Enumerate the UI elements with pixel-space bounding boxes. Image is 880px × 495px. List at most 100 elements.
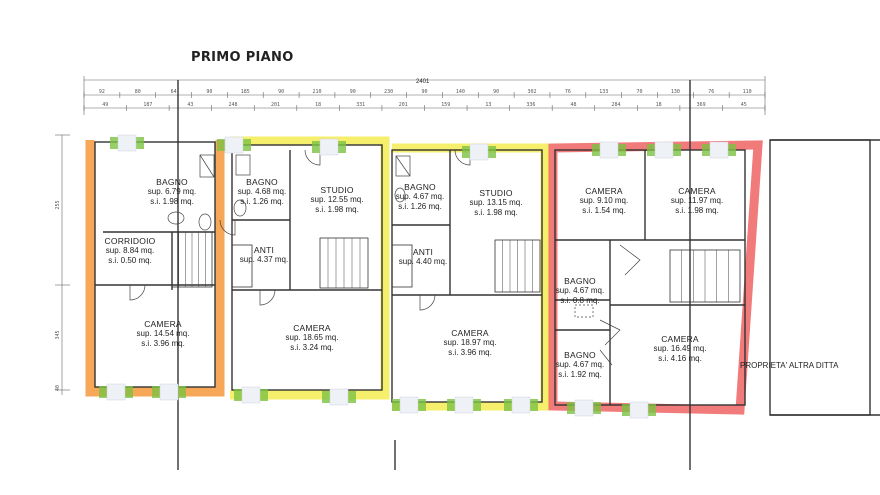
room-camera-3: CAMERA sup. 18.97 mq. s.i. 3.96 mq.: [444, 328, 497, 358]
room-name: CORRIDOIO: [104, 236, 156, 246]
room-name: BAGNO: [564, 276, 596, 286]
room-camera-4b: CAMERA sup. 11.97 mq. s.i. 1.98 mq.: [671, 186, 723, 216]
room-name: CAMERA: [293, 323, 331, 333]
dimension-label: 248: [228, 102, 237, 108]
room-name: CAMERA: [451, 328, 489, 338]
room-name: BAGNO: [564, 350, 596, 360]
window-pane: [629, 401, 649, 419]
dimension-label: 18: [656, 102, 662, 108]
dimension-label: 302: [528, 89, 537, 95]
dimension-label: 133: [599, 89, 608, 95]
dimension-label: 90: [350, 89, 356, 95]
room-camera-4a: CAMERA sup. 9.10 mq. s.i. 1.54 mq.: [580, 186, 628, 216]
room-si: s.i. 1.98 mq.: [150, 197, 194, 206]
dimension-label: 64: [171, 89, 177, 95]
room-name: ANTI: [253, 245, 275, 255]
dimension-label: 201: [271, 102, 280, 108]
unit-2-outline: [230, 136, 390, 400]
windows: [99, 134, 736, 419]
window-pane: [469, 143, 489, 161]
window-pane: [241, 386, 261, 404]
room-surface: sup. 14.54 mq.: [136, 329, 190, 338]
room-surface: sup. 4.67 mq.: [555, 360, 605, 369]
room-anti-2: ANTI sup. 4.37 mq.: [240, 245, 288, 265]
window-pane: [454, 396, 474, 414]
window-pane: [224, 136, 244, 154]
room-bagno-3: BAGNO sup. 4.67 mq. s.i. 1.26 mq.: [396, 182, 444, 212]
dimension-label: 45: [741, 102, 747, 108]
room-bagno-4a: BAGNO sup. 4.67 mq. s.i. 0.8 mq.: [556, 276, 604, 306]
dimension-label: 92: [99, 89, 105, 95]
room-name: BAGNO: [156, 177, 188, 187]
room-si: s.i. 3.96 mq.: [448, 348, 492, 357]
room-surface: sup. 4.68 mq.: [237, 187, 287, 196]
room-si: s.i. 4.16 mq.: [658, 354, 702, 363]
window-pane: [511, 396, 531, 414]
room-camera-2: CAMERA sup. 18.65 mq. s.i. 3.24 mq.: [286, 323, 339, 353]
room-camera-1: CAMERA sup. 14.54 mq. s.i. 3.96 mq.: [137, 319, 190, 349]
window-pane: [574, 399, 594, 417]
room-name: BAGNO: [404, 182, 436, 192]
room-surface: sup. 9.10 mq.: [579, 196, 629, 205]
window-pane: [399, 396, 419, 414]
room-surface: sup. 4.37 mq.: [239, 255, 289, 264]
dimension-label: 130: [671, 89, 680, 95]
room-si: s.i. 3.96 mq.: [141, 339, 185, 348]
room-surface: sup. 18.97 mq.: [443, 338, 497, 347]
room-surface: sup. 12.55 mq.: [310, 195, 364, 204]
room-name: STUDIO: [320, 185, 354, 195]
dimension-label: 331: [356, 102, 365, 108]
room-surface: sup. 8.84 mq.: [105, 246, 155, 255]
window-pane: [654, 141, 674, 159]
stairs: [171, 231, 741, 303]
room-si: s.i. 0.50 mq.: [108, 256, 152, 265]
dimension-label: 18: [315, 102, 321, 108]
room-si: s.i. 3.24 mq.: [290, 343, 334, 352]
room-name: CAMERA: [678, 186, 716, 196]
room-bagno-4b: BAGNO sup. 4.67 mq. s.i. 1.92 mq.: [556, 350, 604, 380]
window-pane: [599, 141, 619, 159]
dimension-label: 48: [570, 102, 576, 108]
room-name: STUDIO: [479, 188, 513, 198]
dimension-label: 90: [493, 89, 499, 95]
dimension-label: 185: [241, 89, 250, 95]
dimension-label: 210: [312, 89, 321, 95]
dimension-label: 49: [102, 102, 108, 108]
dimension-label: 76: [708, 89, 714, 95]
window-pane: [329, 388, 349, 406]
door-swings: [129, 149, 641, 366]
floor-title: PRIMO PIANO: [191, 50, 294, 65]
dimension-label: 284: [612, 102, 621, 108]
window-pane: [159, 383, 179, 401]
room-si: s.i. 1.98 mq.: [315, 205, 359, 214]
room-name: ANTI: [412, 247, 434, 257]
dimension-label: 230: [384, 89, 393, 95]
room-si: s.i. 1.26 mq.: [240, 197, 284, 206]
dimension-label: 90: [206, 89, 212, 95]
dimension-label: 80: [135, 89, 141, 95]
room-corridoio-1: CORRIDOIO sup. 8.84 mq. s.i. 0.50 mq.: [105, 236, 156, 266]
room-si: s.i. 1.54 mq.: [582, 206, 626, 215]
room-name: CAMERA: [144, 319, 182, 329]
adjacent-property-label: PROPRIETA' ALTRA DITTA: [740, 361, 839, 370]
dimension-label: 336: [526, 102, 535, 108]
fixtures: [167, 154, 594, 318]
room-studio-3: STUDIO sup. 13.15 mq. s.i. 1.98 mq.: [470, 188, 523, 218]
room-name: CAMERA: [585, 186, 623, 196]
room-surface: sup. 18.65 mq.: [285, 333, 339, 342]
room-si: s.i. 1.98 mq.: [675, 206, 719, 215]
room-bagno-1: BAGNO sup. 6.79 mq. s.i. 1.98 mq.: [148, 177, 196, 207]
dimension-label: 201: [399, 102, 408, 108]
room-si: s.i. 1.92 mq.: [558, 370, 602, 379]
room-anti-3: ANTI sup. 4.40 mq.: [399, 247, 447, 267]
room-name: BAGNO: [246, 177, 278, 187]
walls: [94, 80, 880, 470]
room-surface: sup. 4.67 mq.: [555, 286, 605, 295]
room-surface: sup. 11.97 mq.: [670, 196, 724, 205]
dimension-label: 70: [637, 89, 643, 95]
side-dimension-label: 40: [55, 385, 61, 391]
window-pane: [319, 138, 339, 156]
dimension-ticks: [83, 92, 766, 111]
room-surface: sup. 16.49 mq.: [653, 344, 707, 353]
